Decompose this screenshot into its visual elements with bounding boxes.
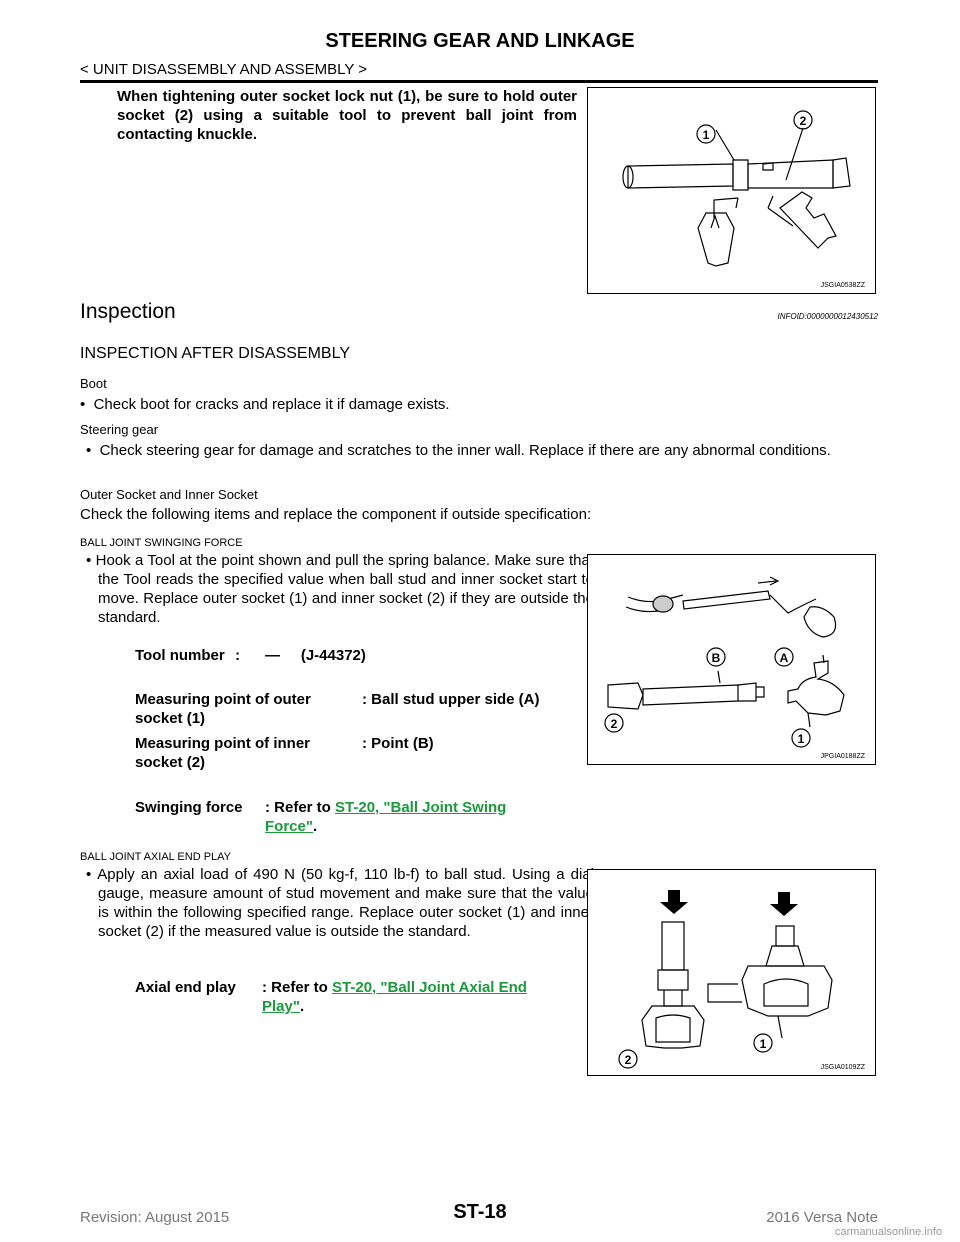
revision-date: Revision: August 2015 (80, 1209, 230, 1226)
refer-prefix: : Refer to (265, 799, 336, 816)
swinging-force-value: : Refer to ST-20, "Ball Joint Swing Forc… (265, 798, 555, 836)
sockets-heading: Outer Socket and Inner Socket (80, 487, 258, 502)
spring-balance-illustration: B A 2 1 (604, 576, 845, 748)
info-id: INFOID:0000000012430512 (777, 312, 878, 321)
refer-suffix: . (299, 998, 305, 1015)
steering-gear-heading: Steering gear (80, 422, 159, 437)
caution-text: When tightening outer socket lock nut (1… (117, 88, 577, 143)
refer-prefix: : Refer to (262, 979, 333, 996)
figure-id: JSGIA0538ZZ (820, 282, 865, 289)
page-number: ST-18 (453, 1201, 507, 1223)
axial-end-play-link[interactable]: ST-20, "Ball Joint Axial End Play" (262, 979, 527, 1015)
outer-point-label: Measuring point of outer socket (1) (135, 691, 311, 727)
header-rule (80, 80, 878, 83)
bullet-dot: • (86, 552, 96, 569)
callout-2: 2 (800, 114, 807, 128)
swinging-force-label: Swinging force (135, 799, 243, 816)
figure-id: JPGIA0188ZZ (820, 753, 865, 760)
steering-gear-bullet-text: Check steering gear for damage and scrat… (99, 442, 831, 459)
sockets-text: Check the following items and replace th… (80, 506, 592, 523)
inspection-heading: Inspection (80, 300, 176, 323)
wrench-tool-illustration: 1 2 (622, 110, 851, 267)
bullet-dot: • (86, 442, 100, 459)
inner-point-value: : Point (B) (362, 735, 434, 752)
inner-point-label: Measuring point of inner socket (2) (135, 735, 310, 771)
refer-suffix: . (312, 818, 318, 835)
axial-bullet: • Apply an axial load of 490 N (50 kg-f,… (80, 865, 594, 941)
callout-1: 1 (703, 128, 710, 142)
axial-bullet-text: Apply an axial load of 490 N (50 kg-f, 1… (97, 866, 594, 940)
model-name: 2016 Versa Note (766, 1209, 878, 1226)
figure-outer-socket-tightening: 1 2 JSGIA0538ZZ (587, 87, 876, 294)
swinging-spec-table: Tool number : — (J-44372) (135, 646, 366, 665)
axial-label: Axial end play (135, 979, 236, 996)
tool-number-sep: : (235, 647, 240, 664)
swinging-force-link[interactable]: ST-20, "Ball Joint Swing Force" (265, 799, 507, 835)
page-title: STEERING GEAR AND LINKAGE (325, 30, 635, 52)
axial-heading: BALL JOINT AXIAL END PLAY (80, 851, 232, 863)
steering-gear-bullet: • Check steering gear for damage and scr… (80, 441, 884, 460)
swinging-heading: BALL JOINT SWINGING FORCE (80, 537, 243, 549)
axial-load-illustration: 2 1 (618, 890, 833, 1069)
swinging-bullet: • Hook a Tool at the point shown and pul… (80, 551, 594, 627)
inspection-subheading: INSPECTION AFTER DISASSEMBLY (80, 345, 350, 362)
boot-bullet: • Check boot for cracks and replace it i… (80, 395, 870, 414)
callout-2: 2 (611, 717, 618, 731)
figure-axial-end-play: 2 1 JSGIA0109ZZ (587, 869, 876, 1076)
callout-2: 2 (625, 1053, 632, 1067)
figure-id: JSGIA0109ZZ (820, 1064, 865, 1071)
bullet-dot: • (80, 396, 94, 413)
bullet-dot: • (86, 866, 98, 883)
figure-swinging-force: B A 2 1 JPGIA0188ZZ (587, 554, 876, 765)
tool-number-label: Tool number (135, 647, 225, 664)
tool-number-value: — (J-44372) (265, 647, 366, 664)
swinging-bullet-text: Hook a Tool at the point shown and pull … (95, 552, 595, 626)
boot-bullet-text: Check boot for cracks and replace it if … (93, 396, 450, 413)
callout-A: A (780, 651, 789, 665)
section-breadcrumb: < UNIT DISASSEMBLY AND ASSEMBLY > (80, 61, 368, 78)
callout-1: 1 (798, 732, 805, 746)
boot-heading: Boot (80, 376, 107, 391)
callout-B: B (712, 651, 721, 665)
callout-1: 1 (760, 1037, 767, 1051)
axial-value: : Refer to ST-20, "Ball Joint Axial End … (262, 978, 562, 1016)
outer-point-value: : Ball stud upper side (A) (362, 691, 540, 708)
watermark: carmanualsonline.info (835, 1226, 943, 1238)
